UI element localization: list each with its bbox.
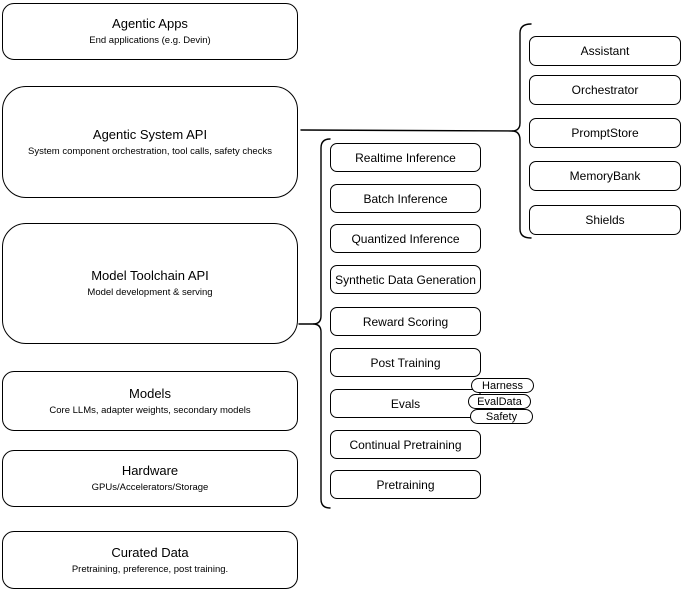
node-subtitle: Model development & serving xyxy=(87,287,213,298)
node-title: Agentic System API xyxy=(92,126,208,142)
node-agentic-system-api: Agentic System API System component orch… xyxy=(2,86,298,198)
node-subtitle: GPUs/Accelerators/Storage xyxy=(91,482,209,493)
node-evals: Evals xyxy=(330,389,481,418)
node-memorybank: MemoryBank xyxy=(529,161,681,191)
node-subtitle: System component orchestration, tool cal… xyxy=(28,145,272,157)
node-title: Agentic Apps xyxy=(112,16,188,31)
node-hardware: Hardware GPUs/Accelerators/Storage xyxy=(2,450,298,507)
node-pretraining: Pretraining xyxy=(330,470,481,499)
node-models: Models Core LLMs, adapter weights, secon… xyxy=(2,371,298,431)
node-title: Hardware xyxy=(121,463,179,478)
node-title: Curated Data xyxy=(111,544,189,560)
node-model-toolchain-api: Model Toolchain API Model development & … xyxy=(2,223,298,344)
node-title: Model Toolchain API xyxy=(91,268,209,283)
node-shields: Shields xyxy=(529,205,681,235)
pill-safety: Safety xyxy=(470,409,533,424)
system-brace-connector xyxy=(300,129,513,132)
node-synthetic-data-generation: Synthetic Data Generation xyxy=(330,265,481,294)
node-subtitle: Core LLMs, adapter weights, secondary mo… xyxy=(49,404,251,416)
node-agentic-apps: Agentic Apps End applications (e.g. Devi… xyxy=(2,3,298,60)
node-subtitle: End applications (e.g. Devin) xyxy=(89,35,211,46)
pill-evaldata: EvalData xyxy=(468,394,531,409)
node-curated-data: Curated Data Pretraining, preference, po… xyxy=(2,531,298,589)
node-title: Models xyxy=(129,385,171,401)
node-realtime-inference: Realtime Inference xyxy=(330,143,481,172)
pill-harness: Harness xyxy=(471,378,534,393)
node-quantized-inference: Quantized Inference xyxy=(330,224,481,253)
node-continual-pretraining: Continual Pretraining xyxy=(330,430,481,459)
node-assistant: Assistant xyxy=(529,36,681,66)
node-post-training: Post Training xyxy=(330,348,481,377)
toolchain-brace xyxy=(312,138,331,509)
node-subtitle: Pretraining, preference, post training. xyxy=(71,563,229,575)
node-orchestrator: Orchestrator xyxy=(529,75,681,105)
node-reward-scoring: Reward Scoring xyxy=(330,307,481,336)
node-promptstore: PromptStore xyxy=(529,118,681,148)
node-batch-inference: Batch Inference xyxy=(330,184,481,213)
